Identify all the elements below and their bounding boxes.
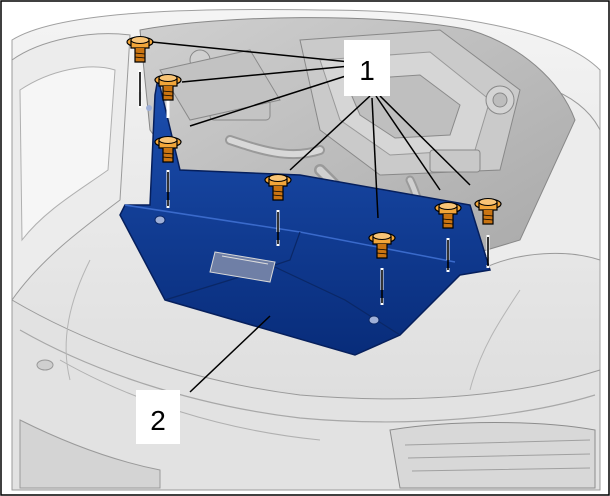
leader-line: [289, 95, 371, 171]
bolt-icon: [368, 232, 396, 259]
callout-1-leaders: [151, 41, 471, 219]
leader-line: [151, 41, 351, 63]
callout-2-box: [136, 390, 180, 444]
callout-1-label: 1: [359, 55, 375, 86]
bolt-icon: [264, 174, 292, 201]
callout-1: 1: [344, 40, 390, 96]
bolt-icon: [154, 74, 182, 101]
leader-line: [371, 97, 379, 219]
cover-panel: [119, 77, 491, 356]
leader-line: [379, 95, 471, 186]
bolt-icon: [434, 202, 462, 229]
callout-2: 2: [136, 390, 180, 444]
bolt-icon: [474, 198, 502, 225]
leader-line: [181, 65, 351, 83]
callout-2-label: 2: [150, 405, 166, 436]
bolt-icon: [154, 136, 182, 163]
bolt-icon: [126, 36, 154, 63]
leader-line: [189, 73, 353, 127]
leader-line: [375, 95, 441, 191]
bolt-guide-outlines: [139, 72, 489, 303]
callout-2-leader: [189, 315, 271, 393]
callout-1-box: [344, 40, 390, 96]
bolt-group: [126, 36, 502, 259]
